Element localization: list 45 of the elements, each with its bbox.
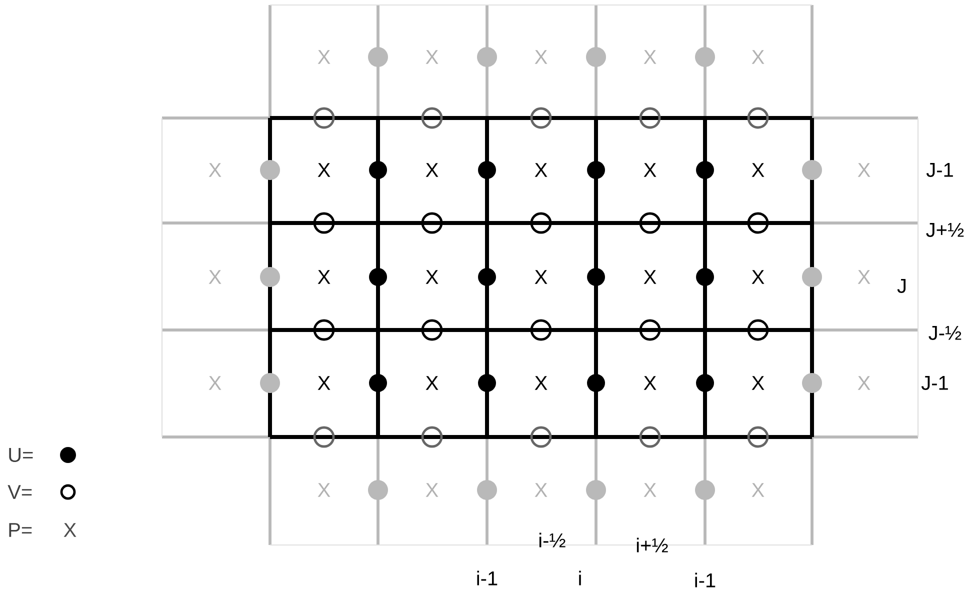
- pressure-mark: X: [426, 483, 438, 497]
- index-label: J-1: [926, 163, 953, 177]
- pressure-mark: X: [858, 376, 870, 390]
- pressure-mark: X: [752, 163, 764, 177]
- index-label: J-1: [921, 376, 948, 390]
- pressure-mark: X: [426, 163, 438, 177]
- pressure-mark: X: [858, 270, 870, 284]
- pressure-mark: X: [752, 270, 764, 284]
- pressure-mark: X: [208, 270, 222, 284]
- pressure-mark: X: [534, 163, 548, 177]
- pressure-mark: X: [534, 50, 548, 64]
- legend-label: V=: [8, 485, 32, 499]
- pressure-mark: X: [644, 483, 656, 497]
- pressure-mark: X: [858, 163, 870, 177]
- pressure-mark: X: [644, 163, 656, 177]
- pressure-mark: X: [534, 376, 548, 390]
- pressure-mark: X: [752, 483, 764, 497]
- legend-sample: X: [64, 523, 76, 537]
- pressure-mark: X: [644, 50, 656, 64]
- index-label: J: [897, 279, 906, 293]
- index-label: i-1: [695, 572, 716, 588]
- pressure-mark: X: [752, 50, 764, 64]
- pressure-mark: X: [644, 270, 656, 284]
- index-label: i: [579, 570, 581, 586]
- pressure-mark: X: [426, 270, 438, 284]
- pressure-mark: X: [534, 270, 548, 284]
- pressure-mark: X: [208, 163, 222, 177]
- pressure-mark: X: [752, 376, 764, 390]
- index-label: J-½: [928, 326, 962, 340]
- pressure-mark: X: [318, 270, 330, 284]
- pressure-mark: X: [644, 376, 656, 390]
- pressure-mark: X: [426, 376, 438, 390]
- pressure-mark: X: [534, 483, 548, 497]
- pressure-mark: X: [318, 483, 330, 497]
- legend-label: P=: [9, 523, 32, 537]
- pressure-mark: X: [318, 50, 330, 64]
- pressure-mark: X: [208, 376, 222, 390]
- index-label: i+½: [636, 538, 668, 552]
- pressure-mark: X: [318, 163, 330, 177]
- legend-label: U=: [9, 448, 33, 462]
- index-label: i-1: [477, 570, 498, 586]
- index-label: J+½: [926, 223, 964, 237]
- pressure-mark: X: [426, 50, 438, 64]
- index-label: i-½: [539, 532, 566, 548]
- pressure-mark: X: [318, 376, 330, 390]
